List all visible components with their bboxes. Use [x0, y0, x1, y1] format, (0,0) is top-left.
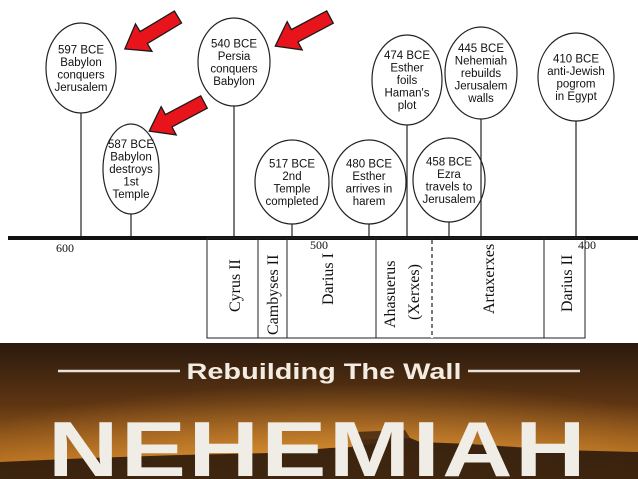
king-ahasuerus: Ahasuerus [382, 260, 399, 328]
king-darius-i: Darius I [320, 253, 337, 305]
arrow-icon-597 [123, 10, 183, 53]
event-ellipse [331, 139, 407, 225]
arrow-icon-540 [274, 9, 335, 51]
event-ellipse [444, 26, 518, 120]
king-artaxerxes: Artaxerxes [481, 244, 498, 314]
event-ellipse [371, 34, 443, 126]
wall-silhouette [0, 438, 638, 479]
banner-title: NEHEMIAH [48, 405, 588, 479]
year-label-400: 400 [578, 238, 596, 252]
king-cyrus-ii: Cyrus II [227, 259, 244, 312]
king-xerxes: (Xerxes) [406, 264, 423, 320]
timeline-diagram: 600 500 400 Cyrus II Cambyses II Darius … [8, 9, 638, 339]
king-darius-ii: Darius II [559, 255, 576, 312]
event-ellipse [45, 22, 117, 114]
banner-subtitle: Rebuilding The Wall [187, 359, 462, 384]
event-ellipse [197, 17, 271, 107]
highlight-arrows [123, 9, 335, 136]
reign-boxes [206, 237, 586, 339]
king-cambyses-ii: Cambyses II [265, 255, 282, 335]
reign-box-darius-ii [543, 237, 586, 339]
year-label-500: 500 [310, 238, 328, 252]
event-ellipse [412, 137, 486, 223]
event-ellipse [254, 139, 330, 225]
event-ellipse [537, 32, 615, 122]
arrow-icon-587 [148, 94, 209, 136]
year-label-600: 600 [56, 241, 74, 255]
event-ellipse [102, 123, 160, 215]
nehemiah-banner: Rebuilding The Wall NEHEMIAH [0, 343, 638, 479]
